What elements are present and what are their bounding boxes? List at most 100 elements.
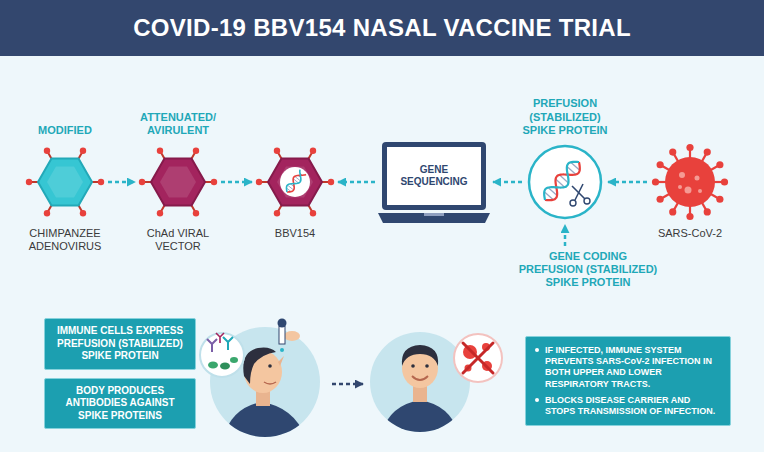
- vaccine-icon-outline-part: [274, 148, 280, 154]
- step-label: CHIMPANZEE ADENOVIRUS: [17, 227, 113, 253]
- laptop-screen-outline-part: [424, 213, 444, 216]
- laptop-screen: GENE SEQUENCING: [378, 140, 490, 224]
- flow-arrow: [338, 181, 375, 184]
- adenovirus-icon-outline-part: [38, 159, 92, 206]
- antibody-inset: [200, 333, 244, 377]
- sequence-arrow: [332, 383, 363, 386]
- gene-circle-outline-part: [529, 146, 601, 218]
- antibody-inset-part: [223, 337, 233, 350]
- vector-icon-outline-part: [157, 148, 163, 154]
- antibody-inset-part: [207, 339, 217, 352]
- bullet-dot: [535, 398, 539, 402]
- adenovirus-icon-outline-part: [47, 166, 83, 197]
- step-label: BBV154: [250, 227, 340, 240]
- virus-icon: SARS-CoV-2: [650, 142, 730, 222]
- virus-icon-outline-part: [657, 161, 664, 168]
- virus-icon-outline-part: [716, 161, 723, 168]
- vector-icon-outline-part: [211, 179, 217, 185]
- vector-icon-outline-part: [193, 148, 199, 154]
- vector-icon-outline-part: [139, 179, 145, 185]
- protected-person-scene-part: [380, 345, 460, 440]
- adenovirus-icon-outline-part: [44, 148, 50, 154]
- gene-circle-outline: [525, 142, 605, 222]
- bullet-dot: [535, 348, 539, 352]
- box-text: IMMUNE CELLS EXPRESS PREFUSION (STABILIZ…: [52, 325, 188, 363]
- antibody-inset-part: [216, 333, 224, 343]
- step-label: ChAd VIRAL VECTOR: [136, 227, 220, 253]
- vector-icon-outline: [138, 142, 218, 222]
- gene-circle-outline-part: [545, 162, 580, 200]
- vector-icon-outline-part: [157, 210, 163, 216]
- gene-circle-outline-part: [584, 198, 590, 204]
- vaccine-icon-outline-part: [274, 210, 280, 216]
- vaccine-icon: BBV154: [255, 142, 335, 222]
- virus-icon-outline-part: [695, 176, 700, 181]
- vector-icon-outline-part: [151, 159, 205, 206]
- vaccine-icon-outline-part: [268, 159, 322, 206]
- nasal-dose-scene-part: [279, 326, 285, 344]
- blocked-virus-badge: [454, 334, 502, 382]
- vector-icon-outline-part: [193, 210, 199, 216]
- vaccine-icon-outline-part: [310, 148, 316, 154]
- antibody-inset-part: [200, 333, 244, 377]
- vaccine-icon-outline: [255, 142, 335, 222]
- nasal-dose-scene-part: [278, 319, 287, 328]
- vector-icon: ATTENUATED/ AVIRULENTChAd VIRAL VECTOR: [138, 142, 218, 222]
- virus-icon-outline-part: [704, 149, 711, 156]
- virus-icon-outline-part: [686, 144, 693, 151]
- box-text: BODY PRODUCES ANTIBODIES AGAINST SPIKE P…: [52, 385, 188, 423]
- step-heading: PREFUSION (STABILIZED) SPIKE PROTEIN: [513, 97, 617, 137]
- vaccine-icon-outline-part: [286, 170, 306, 192]
- gene-circle-outline-part: [570, 200, 576, 206]
- virus-icon-outline-part: [665, 157, 715, 207]
- vector-icon-outline-part: [160, 166, 196, 197]
- screen-text: GENE SEQUENCING: [387, 164, 481, 189]
- nasal-dose-scene-part: [268, 364, 272, 368]
- vaccine-icon-outline-part: [280, 167, 310, 197]
- vaccine-icon-outline-part: [256, 179, 262, 185]
- nasal-dose-scene-part: [280, 348, 284, 352]
- process-box: BODY PRODUCES ANTIBODIES AGAINST SPIKE P…: [44, 378, 196, 430]
- virus-icon-outline-part: [686, 213, 693, 220]
- callout-label: GENE CODING PREFUSION (STABILIZED) SPIKE…: [517, 250, 659, 290]
- gene-circle-outline-part: [544, 162, 580, 200]
- virus-icon-outline-part: [679, 172, 685, 178]
- vaccine-icon-outline-part: [328, 179, 334, 185]
- bullet-text: IF INFECTED, IMMUNE SYSTEM PREVENTS SARS…: [545, 345, 721, 390]
- gene-circle-outline-part: [570, 184, 590, 206]
- gene-circle-outline-part: [544, 162, 579, 200]
- flow-arrow: [221, 181, 252, 184]
- nasal-dose-scene-part: [264, 382, 276, 384]
- vaccine-icon-outline-part: [310, 210, 316, 216]
- screen-area: GENE SEQUENCING: [387, 147, 481, 205]
- virus-icon-outline-part: [698, 189, 702, 193]
- protected-person-scene: [370, 332, 470, 440]
- virus-icon-outline-part: [685, 187, 692, 194]
- virus-icon-outline-part: [716, 196, 723, 203]
- flow-arrow: [108, 181, 135, 184]
- leader-arrow: [564, 225, 567, 246]
- bullet-item: IF INFECTED, IMMUNE SYSTEM PREVENTS SARS…: [535, 345, 721, 390]
- gene-circle-outline-part: [575, 184, 583, 200]
- vaccine-icon-outline-part: [286, 170, 300, 192]
- process-box: IMMUNE CELLS EXPRESS PREFUSION (STABILIZ…: [44, 318, 196, 370]
- bullet-text: BLOCKS DISEASE CARRIER AND STOPS TRANSMI…: [545, 395, 721, 418]
- laptop-screen-outline-part: [378, 213, 490, 223]
- adenovirus-icon-outline-part: [44, 210, 50, 216]
- antibody-inset-part: [230, 357, 238, 363]
- protected-person-scene-part: [412, 376, 428, 380]
- virus-icon-outline-part: [652, 178, 659, 185]
- nasal-dose-scene-part: [222, 348, 308, 446]
- gene-circle: PREFUSION (STABILIZED) SPIKE PROTEIN: [525, 142, 605, 222]
- outcome-box: IF INFECTED, IMMUNE SYSTEM PREVENTS SARS…: [525, 336, 731, 427]
- adenovirus-icon-outline: [25, 142, 105, 222]
- adenovirus-icon-outline-part: [80, 148, 86, 154]
- nasal-dose-scene-part: [284, 331, 300, 341]
- protected-person-scene-part: [380, 400, 460, 440]
- blocked-virus-badge-part: [454, 334, 502, 382]
- laptop-screen-outline-part: [387, 147, 481, 205]
- vaccine-icon-outline-part: [277, 166, 313, 197]
- step-heading: MODIFIED: [15, 124, 115, 137]
